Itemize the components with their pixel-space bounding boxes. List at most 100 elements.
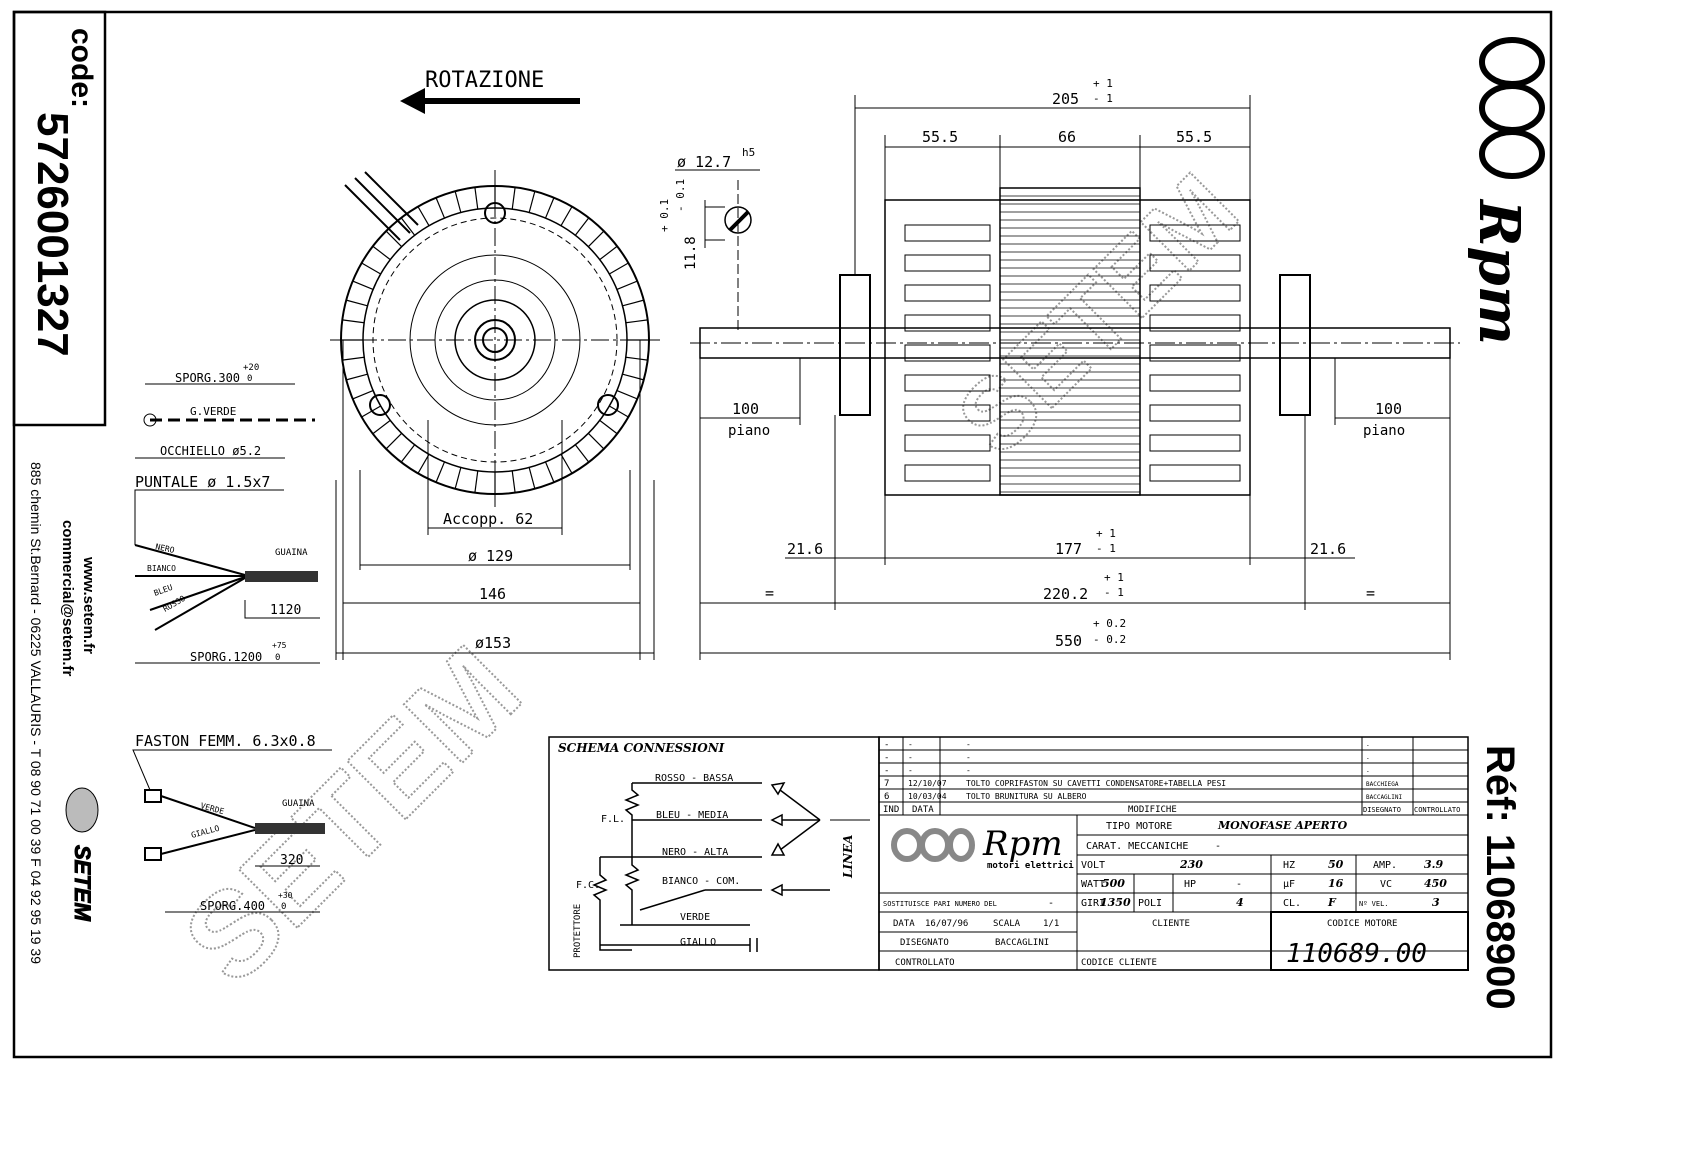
wire-label-bleu: BLEU [153, 583, 174, 598]
cooling-fin [544, 197, 555, 219]
sheet-border [12, 10, 1553, 1059]
cooling-fin [528, 191, 536, 213]
dim-100-right: 100 [1375, 400, 1402, 418]
revision-ind: - [884, 753, 889, 763]
sporg1200-tol2: 0 [275, 653, 280, 663]
tipo-label: TIPO MOTORE [1106, 821, 1172, 832]
dim-146: 146 [479, 585, 506, 603]
dim-100-left: 100 [732, 400, 759, 418]
hdr-data: DATA [912, 805, 934, 815]
vent-slot [904, 344, 991, 362]
cooling-fin [622, 373, 644, 381]
dim-205-tm: - 1 [1093, 92, 1113, 105]
scala-label: SCALA [993, 919, 1021, 929]
cooling-fin [417, 454, 430, 474]
hp-value: - [1236, 879, 1242, 890]
revision-ind: 7 [884, 779, 889, 789]
dim-550-tp: + 0.2 [1093, 617, 1126, 630]
wire-label-giallo: GIALLO [190, 824, 220, 840]
schema-fc: F.C. [576, 880, 600, 891]
dim-550-tm: - 0.2 [1093, 633, 1126, 646]
dim-equal-left: = [765, 584, 774, 602]
rotation-label: ROTAZIONE [425, 68, 544, 93]
guaina-label: GUAINA [275, 548, 308, 558]
revision-ind: - [884, 766, 889, 776]
revision-by: BACCAGLINI [1366, 794, 1403, 801]
cooling-fin [511, 470, 516, 493]
ref-number: Réf: 11068900 [1478, 745, 1522, 1010]
cooling-fin [574, 444, 590, 463]
dim-220-tm: - 1 [1104, 586, 1124, 599]
cooling-fin [361, 262, 381, 275]
shaft-fit: h5 [742, 146, 755, 159]
dim-equal-right: = [1366, 584, 1375, 602]
revision-desc: - [966, 766, 971, 775]
stator-fins [999, 187, 1141, 496]
watt-label: WATT [1081, 879, 1105, 890]
vc-value: 450 [1424, 877, 1447, 890]
cable-bundle [344, 171, 419, 241]
cable-sheath [245, 571, 318, 582]
dim-55-5-left: 55.5 [922, 128, 958, 146]
cooling-fin [616, 280, 638, 291]
right-branding: Rpm Réf: 11068900 [1466, 37, 1545, 1010]
piano-left: piano [728, 423, 770, 439]
cooling-fin [385, 432, 403, 450]
hdr-disegnato: DISEGNATO [1363, 806, 1401, 814]
vent-slot [904, 224, 991, 242]
schema-giallo: GIALLO [680, 937, 716, 948]
dim-177-tm: - 1 [1096, 542, 1116, 555]
sporg400-tol: +30 [278, 891, 293, 900]
cooling-fin [454, 467, 462, 489]
dim-320: 320 [280, 853, 303, 868]
dim-220-tp: + 1 [1104, 571, 1124, 584]
revision-data: 10/03/04 [908, 792, 947, 801]
cooling-fin [385, 230, 403, 248]
dim-177-tp: + 1 [1096, 527, 1116, 540]
hdr-ind: IND [883, 805, 899, 815]
hdr-modifiche: MODIFICHE [1128, 805, 1177, 815]
vent-slot [1149, 224, 1241, 242]
piano-right: piano [1363, 423, 1405, 439]
cooling-fin [625, 356, 648, 361]
dim-550: 550 [1055, 632, 1082, 650]
website: www.setem.fr [80, 556, 97, 654]
cooling-fin [587, 230, 605, 248]
sporg300-tol2: 0 [247, 374, 252, 384]
vent-slot [904, 434, 991, 452]
cooling-fin [474, 187, 479, 210]
faston-label: FASTON FEMM. 6.3x0.8 [135, 732, 316, 750]
cl-label: CL. [1283, 898, 1301, 909]
wire-label-nero: NERO [155, 542, 176, 555]
vent-slot [904, 404, 991, 422]
revision-desc: TOLTO COPRIFASTON SU CAVETTI CONDENSATOR… [966, 779, 1226, 788]
volt-value: 230 [1179, 858, 1203, 871]
revision-data: - [908, 766, 913, 775]
sporg300-tol: +20 [243, 363, 259, 373]
uf-label: µF [1283, 879, 1295, 890]
codice-motore-value: 110689.00 [1286, 939, 1427, 969]
cooling-fin [352, 389, 374, 400]
cooling-fin [560, 454, 573, 474]
sporg1200-tol: +75 [272, 641, 287, 650]
dim-21-6-right: 21.6 [1310, 540, 1346, 558]
dim-d129: ø 129 [468, 547, 513, 565]
guaina2-label: GUAINA [282, 799, 315, 809]
mount-hole [369, 394, 391, 416]
vent-slot [904, 254, 991, 272]
code-box [12, 10, 107, 427]
poli-value: 4 [1236, 896, 1244, 909]
revision-data: - [908, 740, 913, 749]
vent-slot [1149, 374, 1241, 392]
tipo-value: MONOFASE APERTO [1217, 819, 1348, 832]
cooling-fin [574, 217, 590, 236]
revision-ind: 6 [884, 792, 889, 802]
disegnato-value: BACCAGLINI [995, 938, 1049, 948]
cooling-fin [599, 245, 618, 261]
cooling-fin [435, 461, 446, 483]
vent-slot [904, 314, 991, 332]
hz-label: HZ [1283, 860, 1295, 871]
dim-205-tp: + 1 [1093, 77, 1113, 90]
amp-label: AMP. [1373, 860, 1397, 871]
